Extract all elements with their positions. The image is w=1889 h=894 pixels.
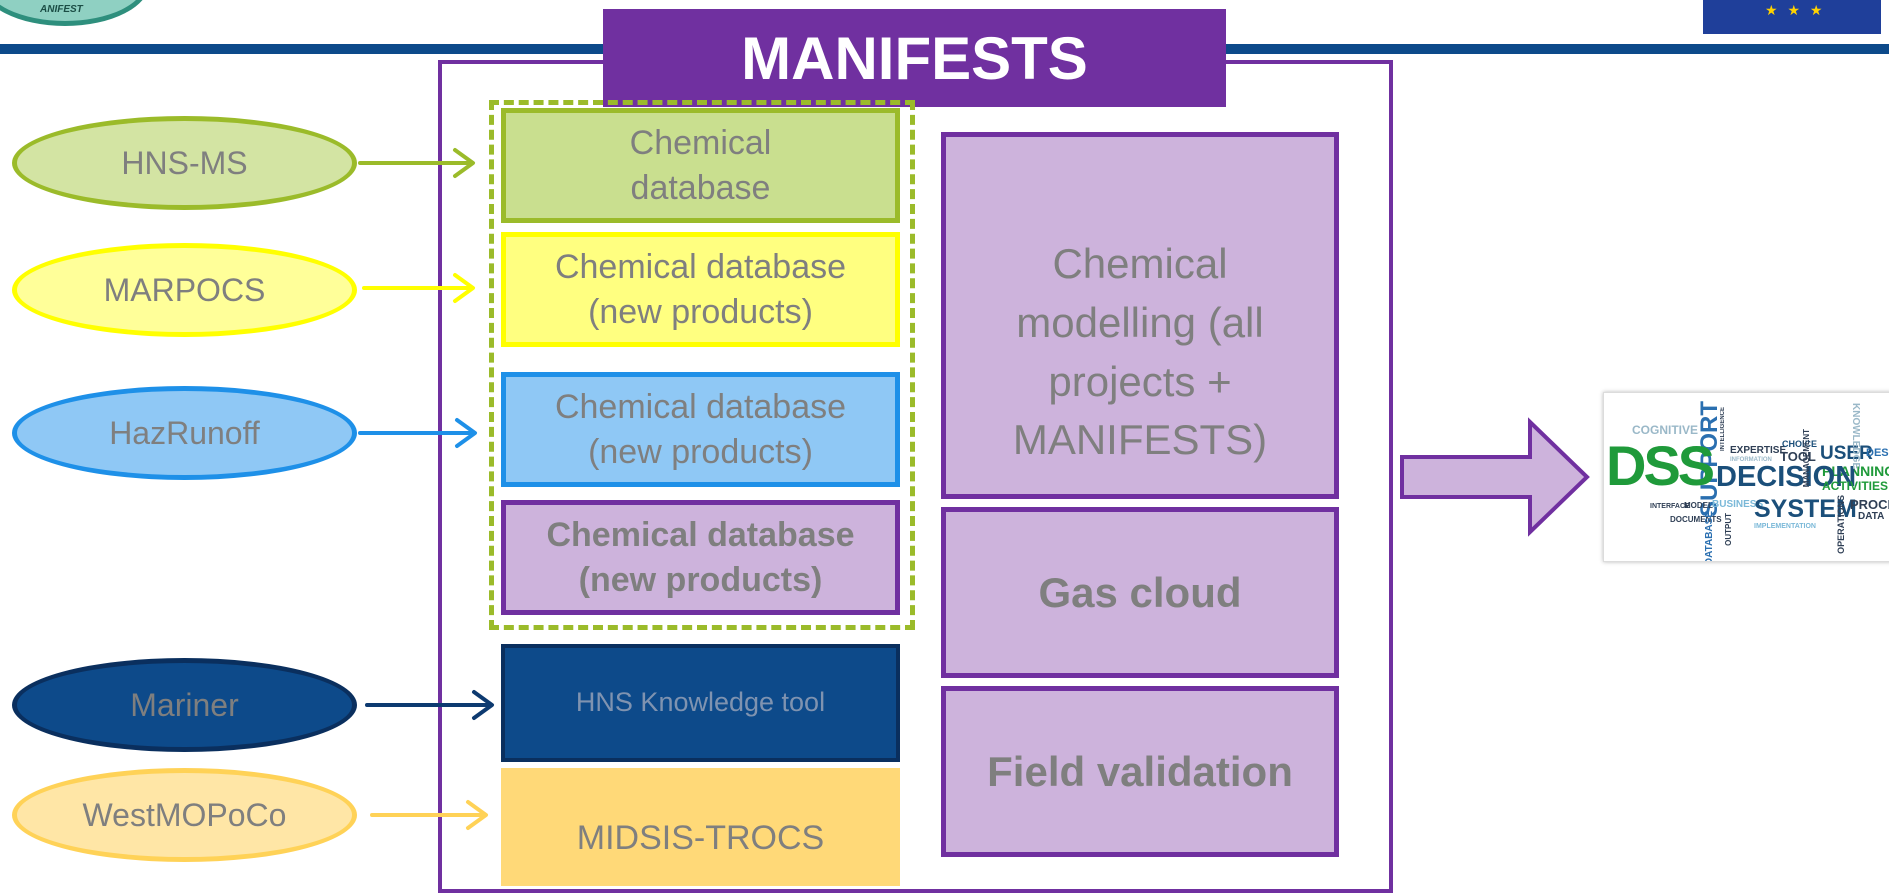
source-marpocs: MARPOCS <box>12 243 357 337</box>
wordcloud-word: SYSTEM <box>1754 495 1857 523</box>
eu-stars: ★ ★ ★ <box>1765 2 1826 18</box>
wordcloud-word: DSS <box>1606 434 1715 497</box>
wordcloud-word: DECISION <box>1716 461 1857 493</box>
wordcloud-word: INTERFACE <box>1650 503 1690 510</box>
wordcloud-word: DATABASE <box>1704 511 1715 562</box>
source-westmopoco: WestMOPoCo <box>12 768 357 862</box>
db-chemical-database-new-products-3: Chemical database (new products) <box>501 500 900 615</box>
arrow-westmopoco <box>370 800 488 830</box>
db-hns-knowledge-tool: HNS Knowledge tool <box>501 644 900 762</box>
wordcloud-word: USER <box>1820 443 1873 464</box>
source-label: MARPOCS <box>103 271 266 308</box>
wordcloud-word: MANAGEMENT <box>1802 429 1811 488</box>
module-gas-cloud: Gas cloud <box>941 507 1339 678</box>
dss-wordcloud-image: COGNITIVE SUPPORT DSS EXPERTISE CHOICE T… <box>1603 392 1889 562</box>
wordcloud-word: IMPLEMENTATION <box>1754 523 1816 530</box>
wordcloud-word: DESIGN <box>1866 447 1889 459</box>
wordcloud-word: DOCUMENTS <box>1670 515 1722 524</box>
wordcloud-word: OPERATIONS <box>1836 495 1846 554</box>
source-label: HNS-MS <box>121 144 248 181</box>
arrow-hazrunoff <box>358 418 477 448</box>
source-mariner: Mariner <box>12 658 357 752</box>
source-label: HazRunoff <box>109 414 260 451</box>
arrow-to-dss <box>1400 417 1590 537</box>
wordcloud-word: BUSINESS <box>1712 499 1764 510</box>
source-label: Mariner <box>130 686 239 723</box>
arrow-hns-ms <box>358 148 475 178</box>
wordcloud-word: PROCESS <box>1850 497 1889 512</box>
wordcloud-word: PLANNING <box>1822 463 1889 479</box>
arrow-marpocs <box>362 273 475 303</box>
wordcloud-word: OUTPUT <box>1724 513 1733 546</box>
module-field-validation: Field validation <box>941 686 1339 857</box>
wordcloud-word: MODEL <box>1684 501 1713 510</box>
chemical-database-group <box>489 100 915 630</box>
manifests-title: MANIFESTS <box>603 9 1226 107</box>
arrow-mariner <box>365 690 494 720</box>
wordcloud-word: TOOL <box>1780 449 1816 464</box>
db-chemical-database-new-products-1: Chemical database (new products) <box>501 232 900 347</box>
wordcloud-word: DATA <box>1858 511 1885 522</box>
db-midsis-trocs: MIDSIS-TROCS <box>501 768 900 886</box>
wordcloud-word: INFORMATION <box>1730 457 1772 463</box>
wordcloud-word: COGNITIVE <box>1632 423 1699 437</box>
wordcloud-word: INTELLIGENCE <box>1720 407 1726 452</box>
logo-text: ANIFEST <box>40 4 83 15</box>
eu-flag-logo <box>1703 0 1881 34</box>
source-label: WestMOPoCo <box>82 796 287 833</box>
source-hns-ms: HNS-MS <box>12 116 357 210</box>
wordcloud-word: KNOWLEDGE <box>1850 403 1861 470</box>
wordcloud-word: EXPERTISE <box>1730 445 1787 456</box>
wordcloud-word: CHOICE <box>1782 439 1818 449</box>
source-hazrunoff: HazRunoff <box>12 386 357 480</box>
module-chemical-modelling: Chemical modelling (all projects + MANIF… <box>941 132 1339 499</box>
wordcloud-word: ACTIVITIES <box>1822 479 1889 493</box>
db-chemical-database: Chemical database <box>501 108 900 223</box>
db-chemical-database-new-products-2: Chemical database (new products) <box>501 372 900 487</box>
